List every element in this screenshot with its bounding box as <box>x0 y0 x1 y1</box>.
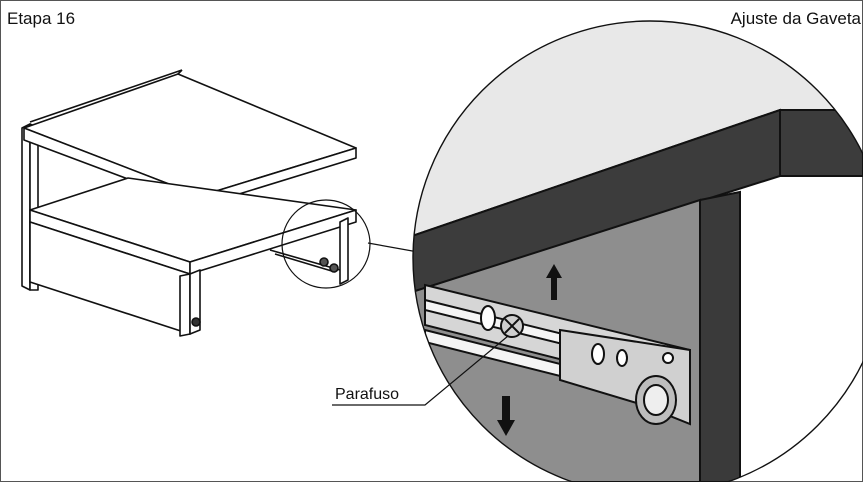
arrow-down-icon <box>497 396 515 436</box>
detail-view <box>413 21 863 482</box>
detail-highlight-circle <box>281 199 371 289</box>
nightstand-drawing <box>21 69 357 337</box>
screw-icon <box>500 314 524 338</box>
step-title: Ajuste da Gaveta <box>730 9 861 28</box>
arrow-up-icon <box>546 264 562 300</box>
screw-leader-line <box>332 335 509 406</box>
detail-circle <box>412 20 863 482</box>
step-number: Etapa 16 <box>7 9 76 28</box>
screw-callout-label: Parafuso <box>335 386 400 403</box>
drawer-slide <box>424 283 691 426</box>
top-shelf <box>23 73 357 197</box>
detail-leader-line <box>367 242 419 253</box>
vertical-post <box>699 190 741 482</box>
